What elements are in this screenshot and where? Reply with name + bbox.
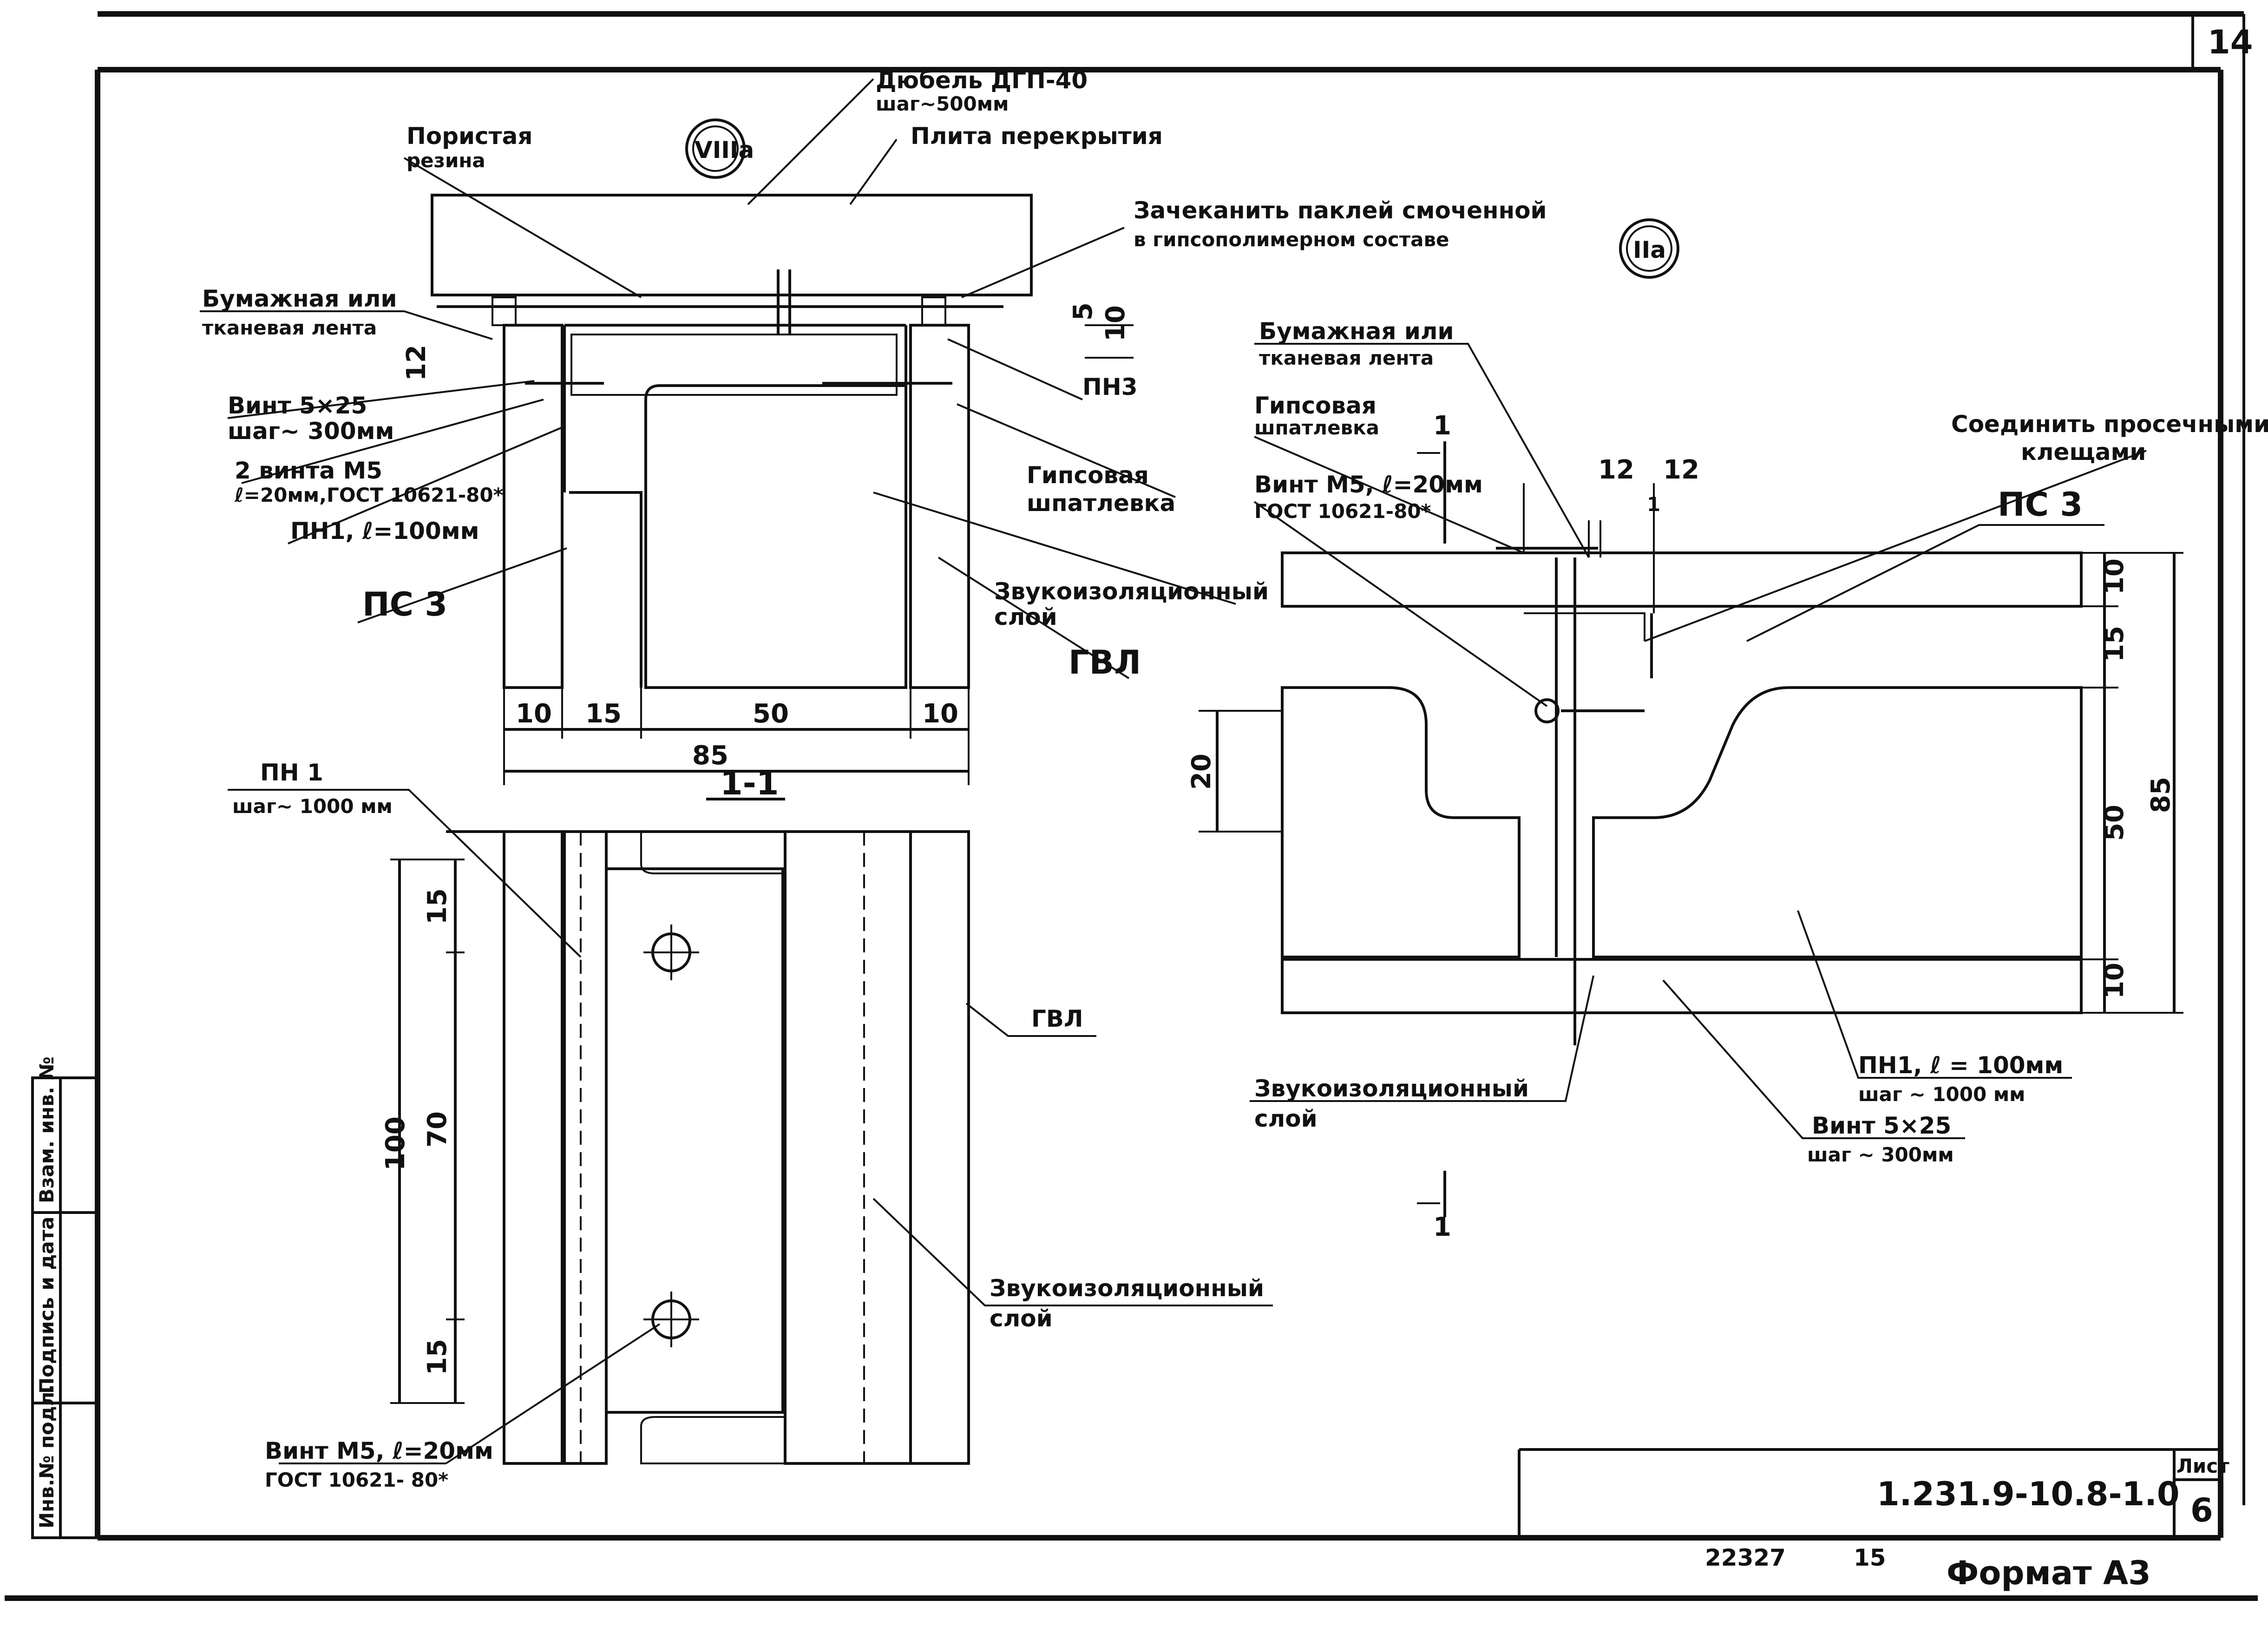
s11-label-screw: Винт М5, ℓ=20мм [265, 1437, 493, 1464]
label-insul: Звукоизоляционный [994, 578, 1269, 605]
label-gvl: ГВЛ [1068, 643, 1141, 682]
label-two-screws-spec: ℓ=20мм,ГОСТ 10621-80* [234, 484, 504, 506]
s11-label-screw-spec: ГОСТ 10621- 80* [265, 1469, 448, 1491]
viii-marker: VIIIа [695, 137, 754, 164]
ii-label-screw2: Винт 5×25 [1812, 1112, 1951, 1139]
stamp-signature: Подпись и дата [35, 1217, 58, 1394]
ii-label-join2: клещами [2021, 439, 2146, 466]
detail-ii-drawing [1199, 218, 2183, 1217]
ii-dim-50: 50 [2099, 805, 2130, 841]
s11-dim-100: 100 [380, 1116, 411, 1171]
stamp-vzam: Взам. инв. № [35, 1056, 58, 1203]
label-two-screws: 2 винта М5 [235, 457, 382, 484]
section-1-1-drawing [228, 789, 1273, 1465]
label-porous: Пористая [406, 123, 532, 150]
dim-50: 50 [753, 699, 789, 729]
detail-viii-drawing [200, 78, 1236, 785]
page-number: 14 [2208, 23, 2253, 61]
ii-marker: IIа [1633, 236, 1666, 263]
ii-label-tape: Бумажная или [1259, 318, 1454, 345]
label-dowel: Дюбель ДГП-40 [876, 67, 1088, 94]
dim-5: 5 [1068, 302, 1098, 321]
ii-cut-mark-top: 1 [1433, 411, 1451, 441]
dim-10-top: 10 [1101, 305, 1131, 341]
ii-dim-10-top: 10 [2099, 558, 2130, 595]
dim-10-left: 10 [516, 699, 552, 729]
s11-label-pn1: ПН 1 [260, 759, 323, 786]
doc-code: 1.231.9-10.8-1.0 [1877, 1475, 2180, 1513]
label-tape: Бумажная или [202, 285, 397, 312]
ii-dim-12-left: 12 [1598, 455, 1634, 485]
s11-label-pn1-step: шаг~ 1000 мм [232, 795, 393, 818]
ii-label-screw: Винт М5, ℓ=20мм [1254, 471, 1483, 498]
ii-dim-12-right: 12 [1663, 455, 1699, 485]
ii-dim-1: 1 [1647, 493, 1660, 516]
ii-dim-15: 15 [2099, 626, 2130, 662]
s11-label-gvl: ГВЛ [1031, 1005, 1083, 1032]
ii-dim-10-bottom: 10 [2099, 963, 2130, 999]
label-screw-step: шаг~ 300мм [228, 418, 394, 445]
s11-label-insul2: слой [990, 1305, 1053, 1332]
ii-label-ps3: ПС 3 [1998, 485, 2083, 524]
ii-label-pn1-step: шаг ~ 1000 мм [1858, 1083, 2025, 1106]
ii-label-screw-spec: ГОСТ 10621-80* [1254, 500, 1431, 523]
label-rubber: резина [406, 149, 485, 172]
ii-label-insul: Звукоизоляционный [1254, 1075, 1529, 1102]
ii-label-tape2: тканевая лента [1259, 347, 1434, 369]
footer-number: 22327 [1705, 1544, 1786, 1571]
ii-label-putty: Гипсовая [1254, 392, 1377, 419]
label-caulk: Зачеканить паклей смоченной [1134, 197, 1547, 224]
ii-dim-20: 20 [1186, 754, 1217, 790]
ii-dim-85: 85 [2146, 777, 2176, 813]
label-pn1: ПН1, ℓ=100мм [290, 518, 479, 544]
s11-dim-15-top: 15 [422, 888, 452, 925]
label-slab: Плита перекрытия [911, 123, 1163, 150]
title-block [1518, 1448, 2221, 1538]
label-dowel-step: шаг~500мм [876, 92, 1009, 115]
ii-label-join: Соединить просечными [1951, 411, 2268, 438]
label-tape2: тканевая лента [202, 316, 377, 339]
dim-15: 15 [585, 699, 622, 729]
ii-label-screw2-step: шаг ~ 300мм [1807, 1143, 1954, 1166]
sheet-frame [5, 11, 2258, 1601]
s11-dim-70: 70 [422, 1111, 452, 1148]
label-caulk2: в гипсополимерном составе [1134, 228, 1449, 251]
dim-85: 85 [692, 741, 728, 771]
label-insul2: слой [994, 603, 1057, 630]
list-label: Лист [2176, 1455, 2229, 1477]
label-pn3: ПН3 [1082, 374, 1137, 400]
footer-copy: 15 [1854, 1544, 1886, 1571]
side-stamp [31, 1076, 99, 1539]
label-putty2: шпатлевка [1027, 490, 1175, 517]
dim-10-right: 10 [922, 699, 958, 729]
ii-label-putty2: шпатлевка [1254, 416, 1379, 439]
format-label: Формат А3 [1947, 1554, 2151, 1592]
s11-label-insul: Звукоизоляционный [990, 1275, 1264, 1302]
ii-label-pn1: ПН1, ℓ = 100мм [1858, 1052, 2063, 1079]
label-putty: Гипсовая [1027, 462, 1149, 489]
ii-label-insul2: слой [1254, 1105, 1318, 1132]
s11-dim-15-bottom: 15 [422, 1339, 452, 1375]
label-ps3: ПС 3 [362, 585, 447, 623]
dim-12: 12 [401, 345, 432, 381]
list-number: 6 [2190, 1491, 2213, 1529]
label-screw: Винт 5×25 [228, 392, 367, 419]
stamp-inv-podl: Инв.№ подл. [35, 1384, 58, 1528]
section-title: 1-1 [720, 764, 779, 802]
ii-cut-mark-bottom: 1 [1433, 1212, 1451, 1242]
